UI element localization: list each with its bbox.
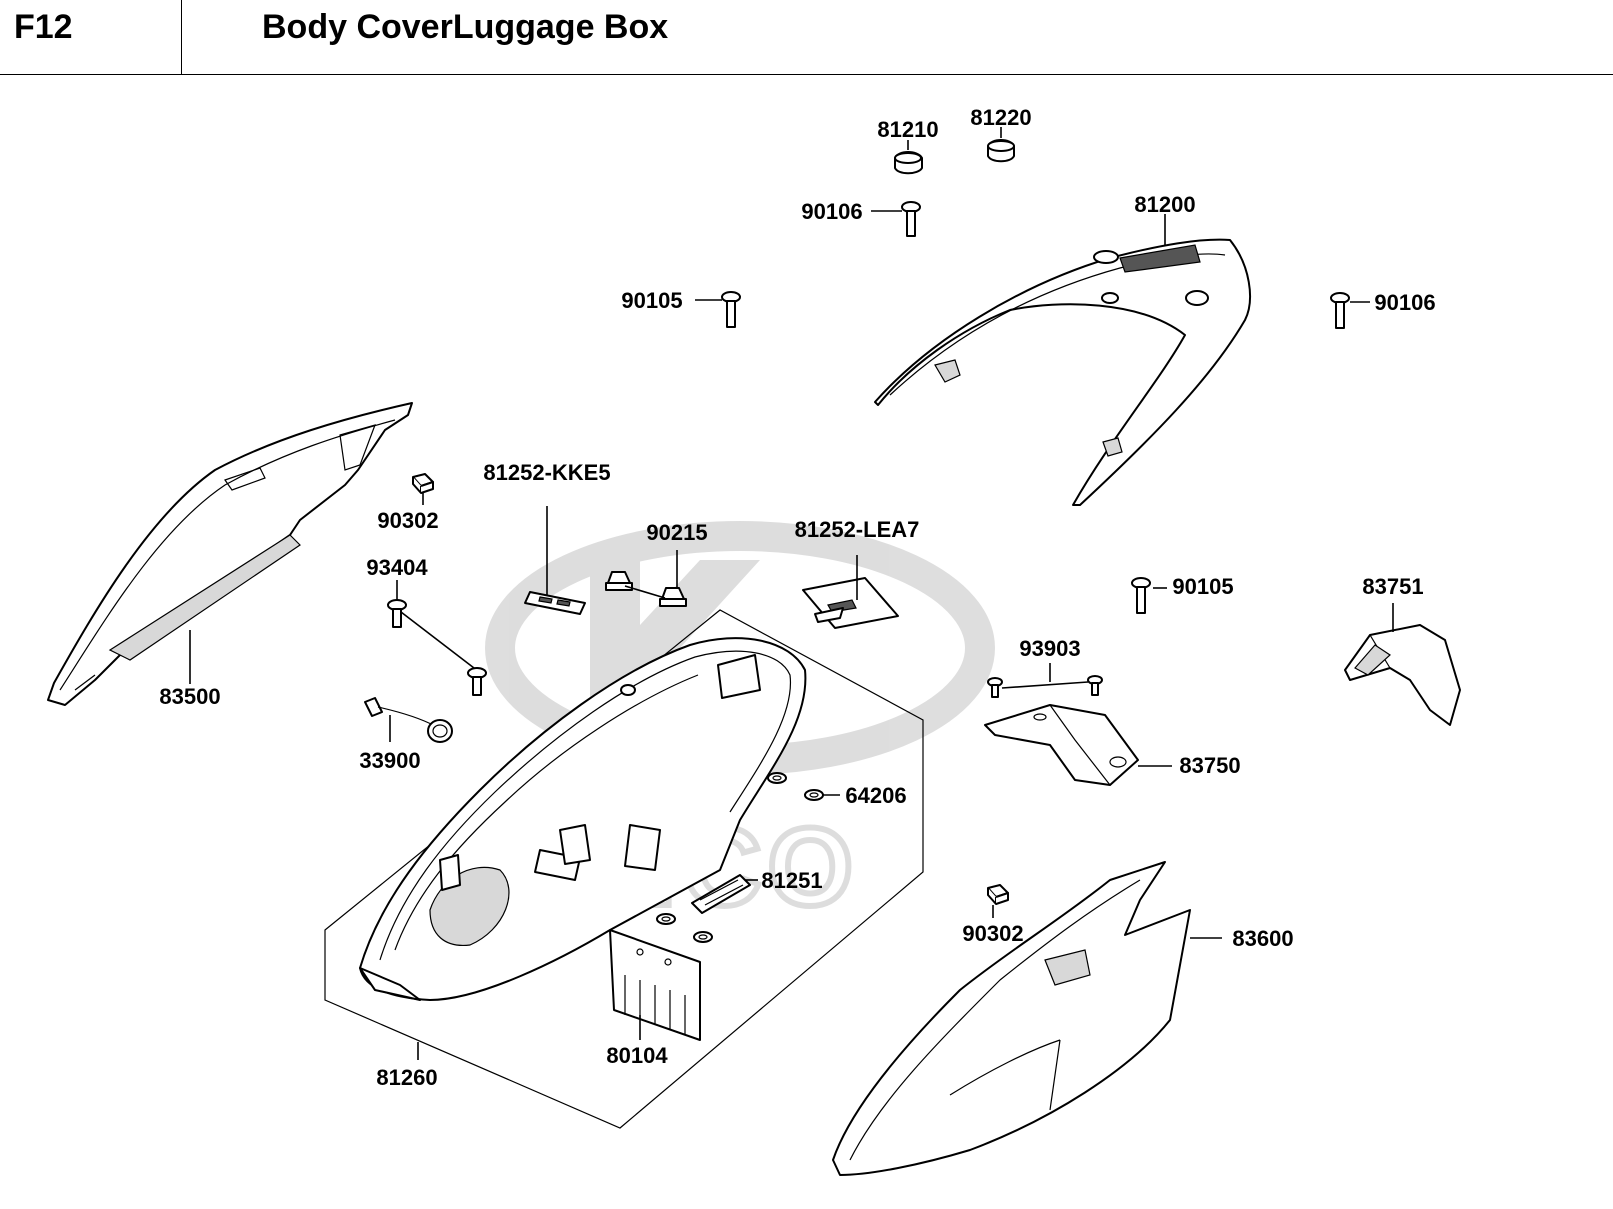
label-90106-top: 90106 (801, 199, 862, 224)
label-81251: 81251 (761, 868, 822, 893)
page-title: Body CoverLuggage Box (262, 8, 669, 46)
label-90302-left: 90302 (377, 508, 438, 533)
label-81210: 81210 (877, 117, 938, 142)
luggage-box-group-outline (324, 609, 924, 1129)
lamp-33900 (364, 697, 453, 743)
leader-lines (189, 127, 1394, 1060)
right-side-cover-83600 (832, 861, 1191, 1176)
emblem-81252-lea7 (802, 577, 899, 629)
rear-carrier-81200 (874, 238, 1251, 506)
header-divider (181, 0, 182, 74)
luggage-box-81260 (359, 637, 807, 1001)
label-83750: 83750 (1179, 753, 1240, 778)
label-80104: 80104 (606, 1043, 668, 1068)
bolt-90105b (1131, 577, 1151, 614)
bolt-90105a (721, 291, 741, 328)
label-90215: 90215 (646, 520, 707, 545)
label-93903: 93903 (1019, 636, 1080, 661)
emblem-81252-kke5 (524, 591, 586, 615)
label-81252-lea7: 81252-LEA7 (795, 517, 920, 542)
left-side-cover-83500 (47, 402, 413, 706)
section-code: F12 (14, 8, 73, 46)
rear-cover-83750 (984, 704, 1139, 786)
label-81252-kke5: 81252-KKE5 (483, 460, 610, 485)
grommet-64206 (656, 772, 824, 943)
nut-90215 (605, 571, 687, 607)
rear-cover-83751 (1344, 624, 1461, 726)
bolt-90106b (1330, 292, 1350, 329)
label-33900: 33900 (359, 748, 420, 773)
label-81200: 81200 (1134, 192, 1195, 217)
screw-93404 (387, 599, 487, 696)
screw-93903 (987, 675, 1103, 698)
label-83751: 83751 (1362, 574, 1423, 599)
label-90106-right: 90106 (1374, 290, 1435, 315)
label-90105-right: 90105 (1172, 574, 1233, 599)
diagram-header: F12 Body CoverLuggage Box (0, 0, 1613, 75)
plate-81251 (691, 874, 751, 914)
label-81220: 81220 (970, 105, 1031, 130)
label-90105-top: 90105 (621, 288, 682, 313)
label-81260: 81260 (376, 1065, 437, 1090)
label-90302-right: 90302 (962, 921, 1023, 946)
clip-90302a (412, 473, 434, 494)
label-83500: 83500 (159, 684, 220, 709)
label-83600: 83600 (1232, 926, 1293, 951)
clip-90302b (987, 884, 1009, 905)
bolt-90106a (901, 201, 921, 237)
cap-81220 (987, 139, 1015, 163)
cap-81210 (894, 151, 923, 175)
label-93404: 93404 (366, 555, 428, 580)
label-64206: 64206 (845, 783, 906, 808)
mud-flap-80104 (609, 929, 701, 1041)
